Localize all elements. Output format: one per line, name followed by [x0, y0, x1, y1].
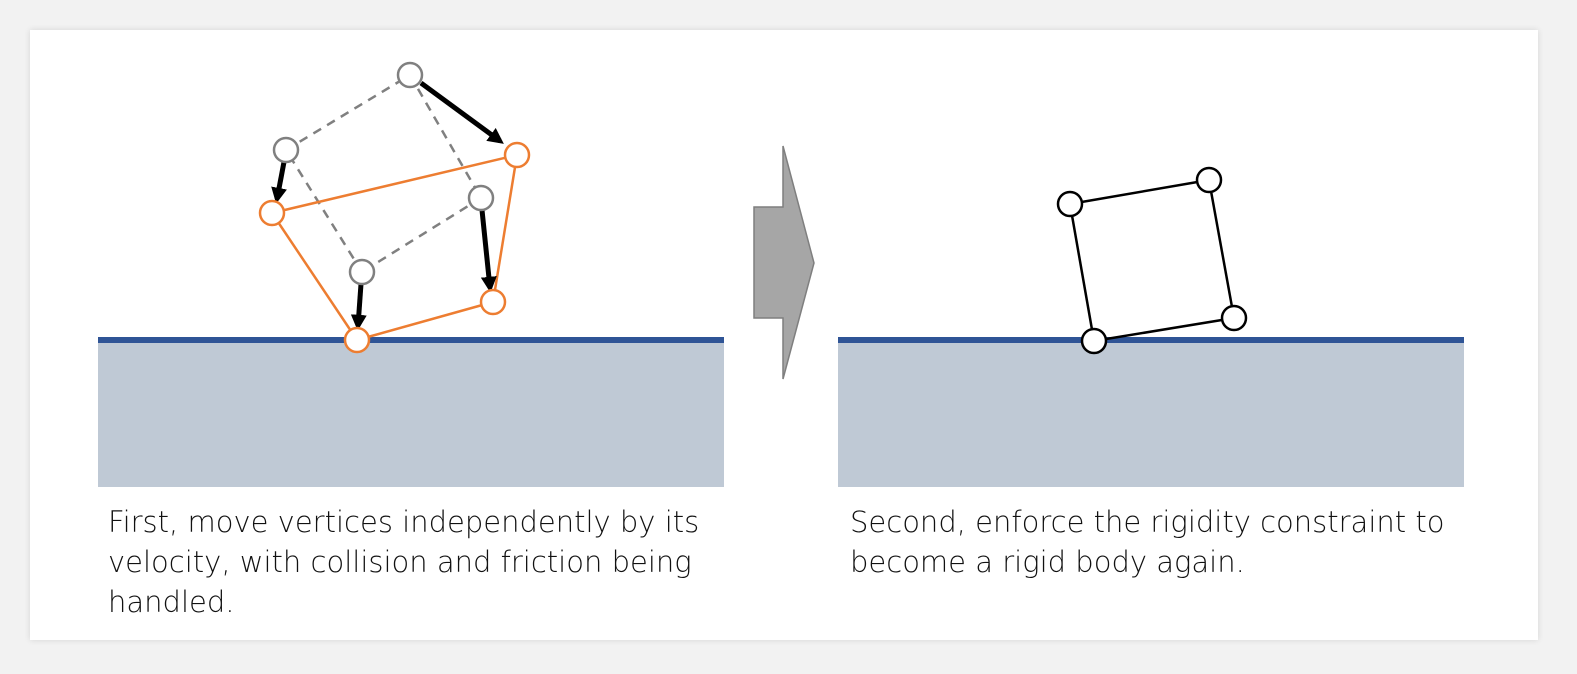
old-vertices	[272, 61, 495, 286]
velocity-arrow-left	[271, 161, 287, 204]
caption-step-one: First, move vertices independently by it…	[108, 505, 700, 619]
new-vertices	[258, 141, 531, 354]
velocity-arrow-bottom	[350, 283, 367, 331]
old-body-outline	[284, 73, 483, 274]
old-vertex	[467, 184, 495, 212]
old-vertex	[272, 136, 300, 164]
chevron-right-arrow-icon	[753, 145, 815, 380]
old-vertex	[348, 258, 376, 286]
velocity-arrow-top	[419, 80, 504, 144]
velocity-arrow-right	[479, 209, 497, 293]
rigid-body-outline	[1068, 178, 1236, 343]
rigid-vertex	[1220, 304, 1248, 332]
new-vertex	[343, 326, 371, 354]
rigid-vertex	[1080, 327, 1108, 355]
left-ground-fill	[98, 341, 724, 487]
left-ground	[98, 337, 724, 487]
new-vertex	[503, 141, 531, 169]
right-ground	[838, 337, 1464, 487]
velocity-arrows	[271, 80, 504, 331]
new-vertex	[479, 288, 507, 316]
rigid-vertex	[1056, 190, 1084, 218]
rigid-body-vertices	[1056, 166, 1248, 355]
new-vertex	[258, 199, 286, 227]
caption-step-two: Second, enforce the rigidity constraint …	[850, 505, 1445, 579]
right-ground-fill	[838, 341, 1464, 487]
old-vertex	[396, 61, 424, 89]
new-body-outline	[270, 153, 519, 342]
rigid-vertex	[1195, 166, 1223, 194]
